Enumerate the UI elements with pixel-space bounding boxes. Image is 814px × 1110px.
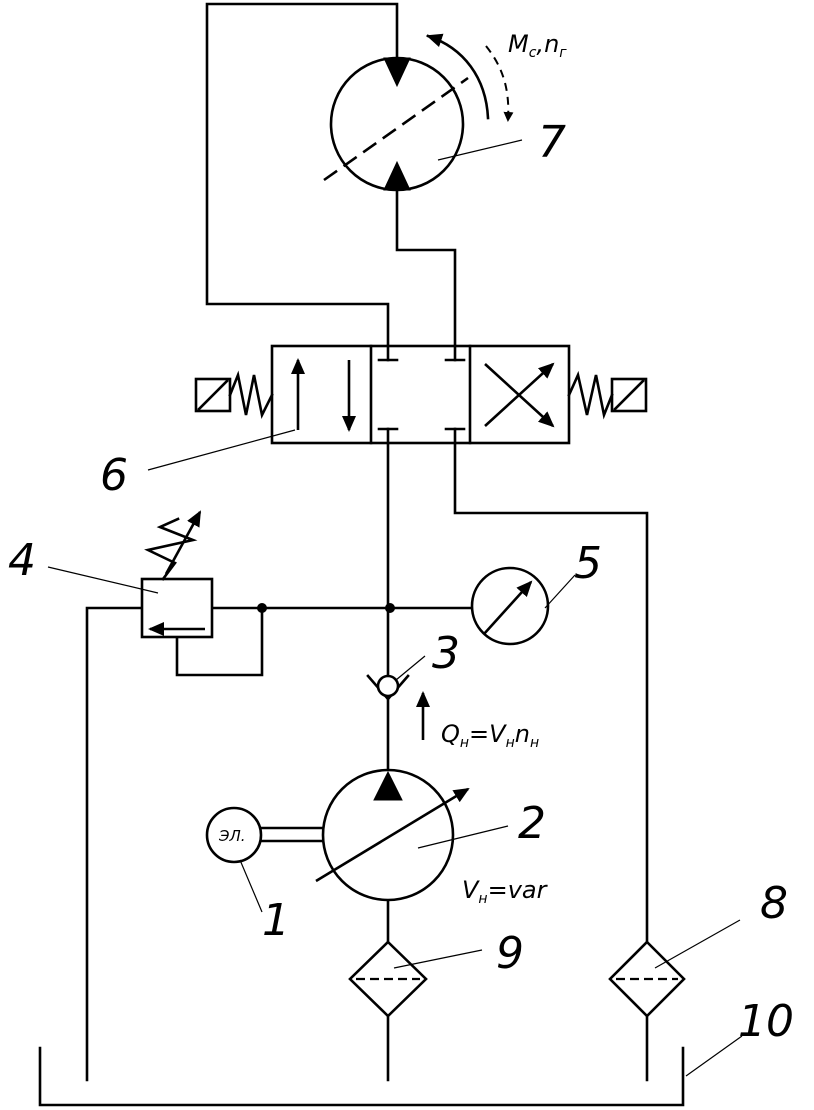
label-8: 8 (760, 878, 788, 929)
label-7: 7 (538, 117, 566, 168)
electric-motor-label: ЭЛ. (218, 827, 246, 845)
electric-motor (205, 806, 263, 864)
hydraulic-motor (323, 33, 514, 192)
directional-valve (194, 344, 648, 445)
variable-pump (259, 768, 470, 902)
label-10: 10 (738, 996, 794, 1047)
label-5: 5 (574, 538, 602, 589)
label-9: 9 (496, 928, 524, 979)
pipelines (85, 2, 649, 1082)
filter-9 (348, 940, 428, 1018)
motor-output-label: Mc,nг (508, 30, 567, 61)
leader-lines (47, 139, 743, 1077)
label-2: 2 (518, 798, 546, 849)
filter-8 (608, 940, 686, 1018)
relief-valve (140, 510, 214, 639)
label-4: 4 (8, 535, 36, 586)
check-valve (366, 674, 410, 701)
junction-dot (257, 603, 267, 613)
pressure-gauge (470, 566, 550, 646)
pump-flow-formula: Qн=Vнnн (441, 720, 539, 751)
pump-displacement-label: Vн=var (462, 876, 549, 907)
label-3: 3 (432, 628, 460, 679)
label-6: 6 (100, 450, 128, 501)
label-1: 1 (262, 895, 290, 946)
junction-dot (385, 603, 395, 613)
tank (38, 1046, 685, 1107)
